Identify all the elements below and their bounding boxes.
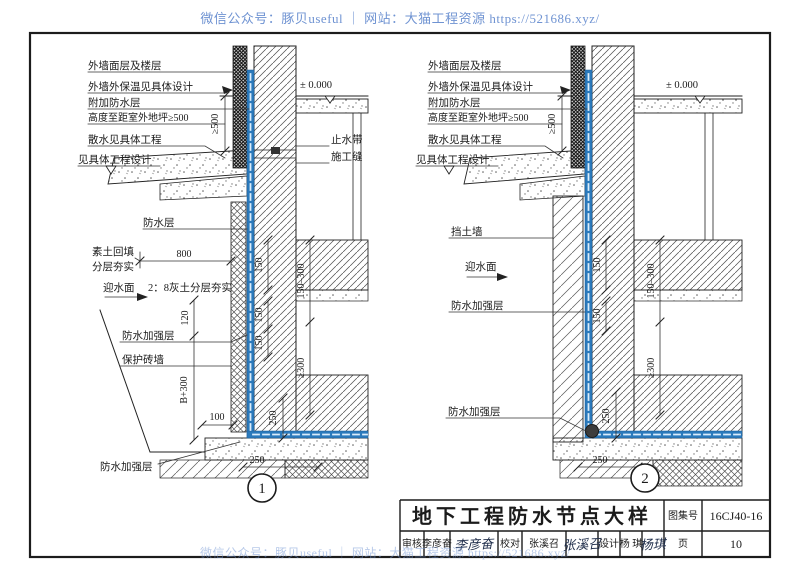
titleblock-design-name: 杨 琪 bbox=[620, 537, 643, 550]
titleblock-check-signature: 张溪召 bbox=[562, 536, 603, 553]
d1-label-apron: 散水见具体工程 bbox=[88, 133, 162, 146]
detail2-drain-waterstop-dot bbox=[585, 424, 599, 438]
d1-dim-800: 800 bbox=[177, 249, 192, 260]
d2-label-wall-finish: 外墙面层及楼层 bbox=[428, 59, 502, 72]
d1-label-added-waterproof: 附加防水层 bbox=[88, 96, 141, 109]
d1-dim-100: 100 bbox=[210, 412, 225, 423]
titleblock-review-label: 审核 bbox=[402, 537, 422, 550]
d2-label-reinforce-lower: 防水加强层 bbox=[448, 405, 501, 418]
d1-label-reinforce-upper: 防水加强层 bbox=[122, 329, 175, 342]
titleblock-page-label: 页 bbox=[678, 538, 688, 550]
d1-label-construction-joint: 施工缝 bbox=[331, 150, 363, 163]
d1-dim-range-150-300: 150–300 bbox=[296, 264, 307, 299]
d1-dim-150: 150 bbox=[254, 258, 265, 273]
title-block: 地下工程防水节点大样 图集号 16CJ40-16 审核 李彦奋 李彦奋 校对 张… bbox=[399, 499, 770, 557]
detail1-leader-lines bbox=[77, 71, 330, 465]
d2-label-water-facing: 迎水面 bbox=[465, 261, 497, 273]
d2-dim-150b: 150 bbox=[592, 309, 603, 324]
detail2-dimension-lines bbox=[557, 91, 665, 472]
d1-dim-120: 120 bbox=[180, 311, 191, 326]
titleblock-atlas-label: 图集号 bbox=[668, 509, 698, 522]
d2-label-reinforce-upper: 防水加强层 bbox=[451, 299, 504, 312]
d1-dim-150b: 150 bbox=[254, 336, 265, 351]
d2-detail-number: 2 bbox=[641, 471, 649, 487]
d1-dim-150a: 150 bbox=[254, 308, 265, 323]
d1-dim-ge300: ≥300 bbox=[296, 358, 307, 379]
titleblock-review-name: 李彦奋 bbox=[422, 537, 452, 550]
d1-label-height-note: 高度至距室外地坪≥500 bbox=[88, 111, 189, 124]
d1-dim-ge500: ≥500 bbox=[210, 114, 221, 135]
detail1-number-bubble: 1 bbox=[247, 473, 277, 503]
promo-footer-text: 微信公众号：豚贝useful ｜ 网站：大猫工程资源 https://52168… bbox=[200, 546, 571, 560]
detail-1-drawing: 外墙面层及楼层 外墙外保温见具体设计 附加防水层 高度至距室外地坪≥500 散水… bbox=[77, 45, 369, 503]
d2-label-added-waterproof: 附加防水层 bbox=[428, 96, 481, 109]
d1-label-waterstop: 止水带 bbox=[331, 134, 363, 146]
d1-level-mark: ± 0.000 bbox=[300, 80, 332, 91]
d1-label-insulation: 外墙外保温见具体设计 bbox=[88, 80, 193, 93]
titleblock-review-signature: 李彦奋 bbox=[454, 536, 496, 553]
d1-label-water-facing: 迎水面 bbox=[103, 282, 135, 294]
d1-detail-number: 1 bbox=[258, 481, 266, 497]
detail1-waterproof-membrane bbox=[246, 69, 369, 439]
titleblock-design-label: 设计 bbox=[599, 537, 619, 550]
d2-dim-ge300: ≥300 bbox=[646, 358, 657, 379]
detail1-structure bbox=[99, 45, 369, 479]
d1-label-backfill-line1: 素土回填 bbox=[92, 245, 134, 258]
d1-label-waterproof-layer: 防水层 bbox=[143, 216, 175, 229]
d2-dim-ge500: ≥500 bbox=[547, 114, 558, 135]
d1-label-protect-brick: 保护砖墙 bbox=[122, 353, 164, 366]
d1-dim-b300: B+300 bbox=[179, 376, 190, 403]
promo-header-text: 微信公众号：豚贝useful ｜ 网站：大猫工程资源 https://52168… bbox=[200, 11, 600, 26]
d2-label-see-design: 见具体工程设计 bbox=[416, 153, 490, 166]
detail2-leader-lines bbox=[415, 71, 589, 433]
titleblock-check-label: 校对 bbox=[500, 537, 520, 550]
titleblock-design-signature: 杨琪 bbox=[639, 536, 668, 552]
detail2-number-bubble: 2 bbox=[630, 463, 660, 493]
d1-dim-250-vertical: 250 bbox=[268, 411, 279, 426]
titleblock-sheet-title: 地下工程防水节点大样 bbox=[412, 504, 652, 528]
d2-dim-150a: 150 bbox=[592, 258, 603, 273]
d1-label-backfill-line2: 分层夯实 bbox=[92, 260, 134, 273]
titleblock-check-name: 张溪召 bbox=[529, 538, 559, 550]
d1-label-wall-finish: 外墙面层及楼层 bbox=[88, 59, 162, 72]
detail2-waterproof-membrane bbox=[584, 69, 743, 439]
d2-dim-250-bottom: 250 bbox=[593, 455, 608, 466]
d2-label-height-note: 高度至距室外地坪≥500 bbox=[428, 111, 529, 124]
d2-dim-250-vertical: 250 bbox=[601, 409, 612, 424]
d2-label-insulation: 外墙外保温见具体设计 bbox=[428, 80, 533, 93]
d2-label-retaining-wall: 挡土墙 bbox=[451, 225, 483, 238]
d1-label-lime-soil: 2：8灰土分层夯实 bbox=[148, 281, 232, 294]
d2-label-apron: 散水见具体工程 bbox=[428, 133, 502, 146]
d1-dim-250-bottom: 250 bbox=[250, 455, 265, 466]
d1-label-see-design: 见具体工程设计 bbox=[78, 153, 152, 166]
titleblock-page-number: 10 bbox=[730, 537, 742, 551]
d2-dim-range-150-300: 150–300 bbox=[646, 264, 657, 299]
d2-level-mark: ± 0.000 bbox=[666, 80, 698, 91]
titleblock-atlas-number: 16CJ40-16 bbox=[710, 509, 763, 523]
d1-label-reinforce-lower: 防水加强层 bbox=[100, 460, 153, 473]
detail1-dimension-lines bbox=[135, 91, 323, 472]
detail-2-drawing: 外墙面层及楼层 外墙外保温见具体设计 附加防水层 高度至距室外地坪≥500 散水… bbox=[415, 45, 743, 493]
